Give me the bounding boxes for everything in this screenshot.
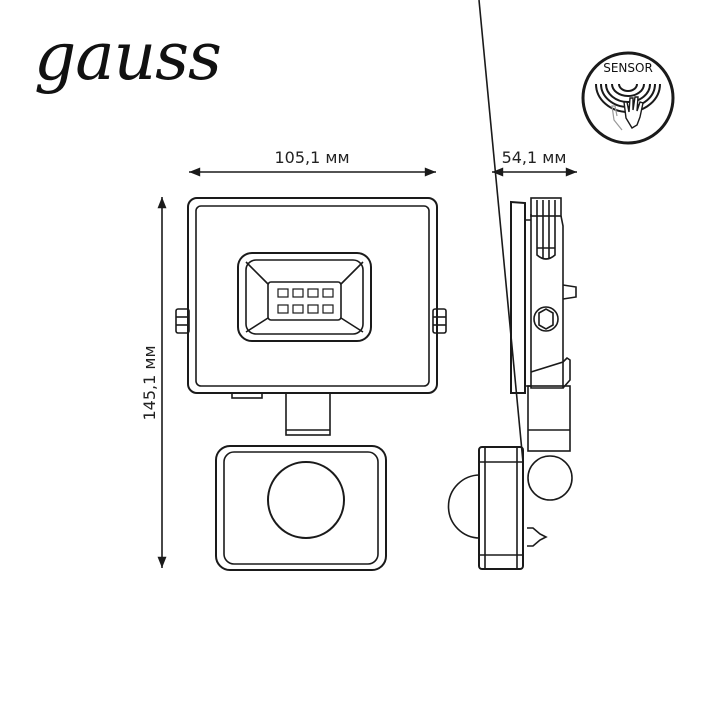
side-view [447,0,577,570]
motion-sensor-icon [595,83,661,131]
front-view [175,197,447,571]
brand-logo: gauss [34,18,222,95]
depth-dimension: 54,1 мм [502,148,567,167]
sensor-label: SENSOR [603,61,653,75]
sensor-badge: SENSOR [581,51,675,145]
width-dimension: 105,1 мм [274,148,349,167]
height-dimension: 145,1 мм [140,345,159,420]
